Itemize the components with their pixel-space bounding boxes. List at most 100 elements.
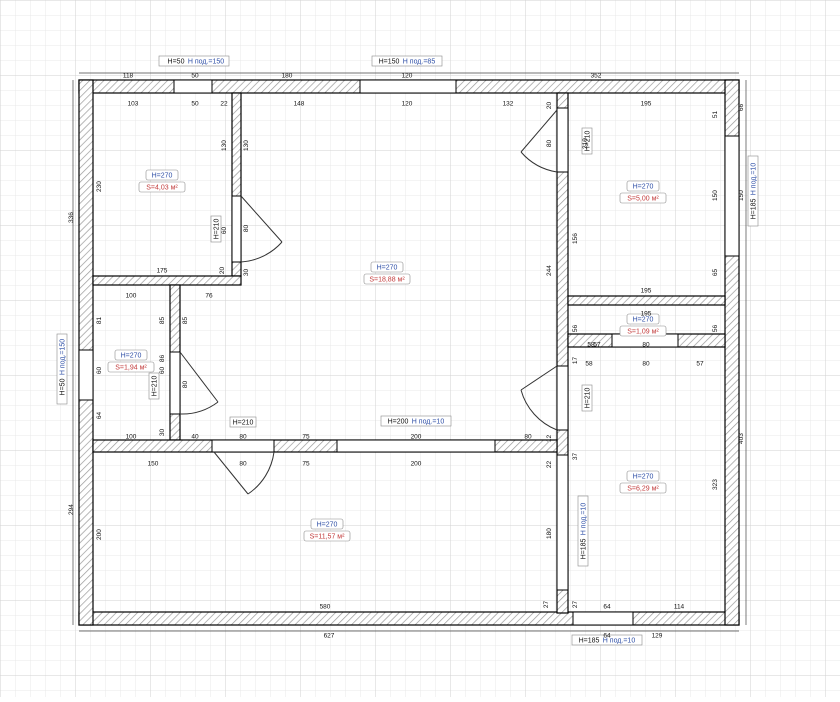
dimension-label: 12 [546, 435, 553, 443]
window-height: H=50 [60, 378, 67, 395]
window-tag: H=50 H под.=150 [56, 333, 68, 405]
dimension-label: 58 [587, 342, 595, 349]
door-height: H=210 [585, 130, 592, 151]
room-area: S=6,29 м² [627, 486, 659, 493]
dimension-label: 64 [603, 633, 611, 640]
window-opening-top-left [173, 79, 213, 94]
window-height: H=185 [579, 638, 600, 645]
dimension-label: 65 [712, 269, 719, 277]
dimension-label: 403 [738, 433, 745, 444]
dimension-label: 150 [738, 190, 745, 201]
window-sill-height: H под.=10 [581, 503, 588, 536]
dimension-label: 352 [591, 73, 602, 80]
door-swing-2 [520, 109, 558, 173]
window-opening-left [78, 349, 94, 401]
dimension-label: 27 [543, 601, 550, 609]
room-area-box [619, 325, 667, 337]
dimension-label: 130 [221, 140, 228, 151]
window-sill-height: H под.=10 [751, 163, 758, 196]
door-tag-box [148, 372, 160, 400]
dimension-label: 56 [572, 325, 579, 333]
window-tag-box [371, 55, 443, 67]
dimension-label: 22 [220, 101, 228, 108]
dimension-label: 75 [302, 461, 310, 468]
window-opening-bottom [572, 611, 634, 626]
dimension-label: 195 [641, 288, 652, 295]
door-tag: H=210 [148, 372, 160, 400]
dimension-label: 64 [603, 604, 611, 611]
dimension-label: 129 [652, 633, 663, 640]
dimension-label: 20 [546, 102, 553, 110]
window-opening-kitchen [556, 454, 569, 591]
dimension-label: 50 [191, 73, 199, 80]
dimension-label: 100 [126, 293, 137, 300]
dimension-label: 150 [712, 190, 719, 201]
door-opening-4 [169, 351, 181, 415]
room-height: H=270 [633, 317, 654, 324]
door-tag: H=210 [581, 127, 593, 155]
dimension-label: 118 [123, 73, 134, 80]
dimension-label: 64 [96, 412, 103, 420]
dimension-label: 627 [324, 633, 335, 640]
dimension-label: 81 [96, 317, 103, 325]
window-opening-right [724, 135, 740, 257]
dimension-label: 120 [402, 101, 413, 108]
window-sill-height: H под.=10 [412, 419, 445, 426]
dimension-label: 85 [182, 317, 189, 325]
wall-interior-2 [92, 275, 242, 286]
dimension-label: 80 [524, 434, 532, 441]
dimension-label: 30 [159, 429, 166, 437]
room-area: S=18,88 м² [369, 277, 405, 284]
room-area-box [619, 192, 667, 204]
window-tag-box [380, 415, 452, 427]
dimension-label: 244 [546, 265, 553, 276]
dimension-label: 200 [411, 461, 422, 468]
dimension-label: 200 [96, 529, 103, 540]
room-height: H=270 [152, 173, 173, 180]
dimension-label: 80 [239, 461, 247, 468]
dimension-label: 103 [128, 101, 139, 108]
room-height: H=270 [317, 522, 338, 529]
wall-interior-4 [567, 295, 726, 306]
room-height: H=270 [121, 353, 142, 360]
dimension-label: 336 [68, 212, 75, 223]
room-area-box [303, 530, 351, 542]
dimension-label: 323 [712, 479, 719, 490]
openings [78, 79, 740, 626]
dimension-label: 180 [282, 73, 293, 80]
dimension-label: 100 [126, 434, 137, 441]
room-area: S=4,03 м² [146, 185, 178, 192]
door-swing-5 [213, 451, 275, 495]
door-tag-box [581, 127, 593, 155]
door-tag-box [229, 416, 257, 428]
dimension-label: 195 [641, 101, 652, 108]
dimension-label: 37 [572, 453, 579, 461]
dimension-label: 60 [221, 227, 228, 235]
room-area-box [619, 482, 667, 494]
dimension-label: 130 [243, 140, 250, 151]
window-height: H=185 [751, 198, 758, 219]
door-tag: H=210 [229, 416, 257, 428]
window-tag-box [56, 333, 68, 405]
room-height-box [626, 470, 660, 482]
window-tag-box [158, 55, 230, 67]
dimension-label: 17 [572, 357, 579, 365]
door-swing-3 [520, 365, 558, 431]
dimension-label: 51 [712, 111, 719, 119]
dimension-label: 294 [68, 504, 75, 515]
dimension-label: 60 [96, 367, 103, 375]
window-sill-height: H под.=150 [60, 339, 67, 375]
dimension-label: 76 [205, 293, 213, 300]
room-height-box [145, 169, 179, 181]
dimension-label: 80 [243, 225, 250, 233]
dimension-label: 120 [402, 73, 413, 80]
